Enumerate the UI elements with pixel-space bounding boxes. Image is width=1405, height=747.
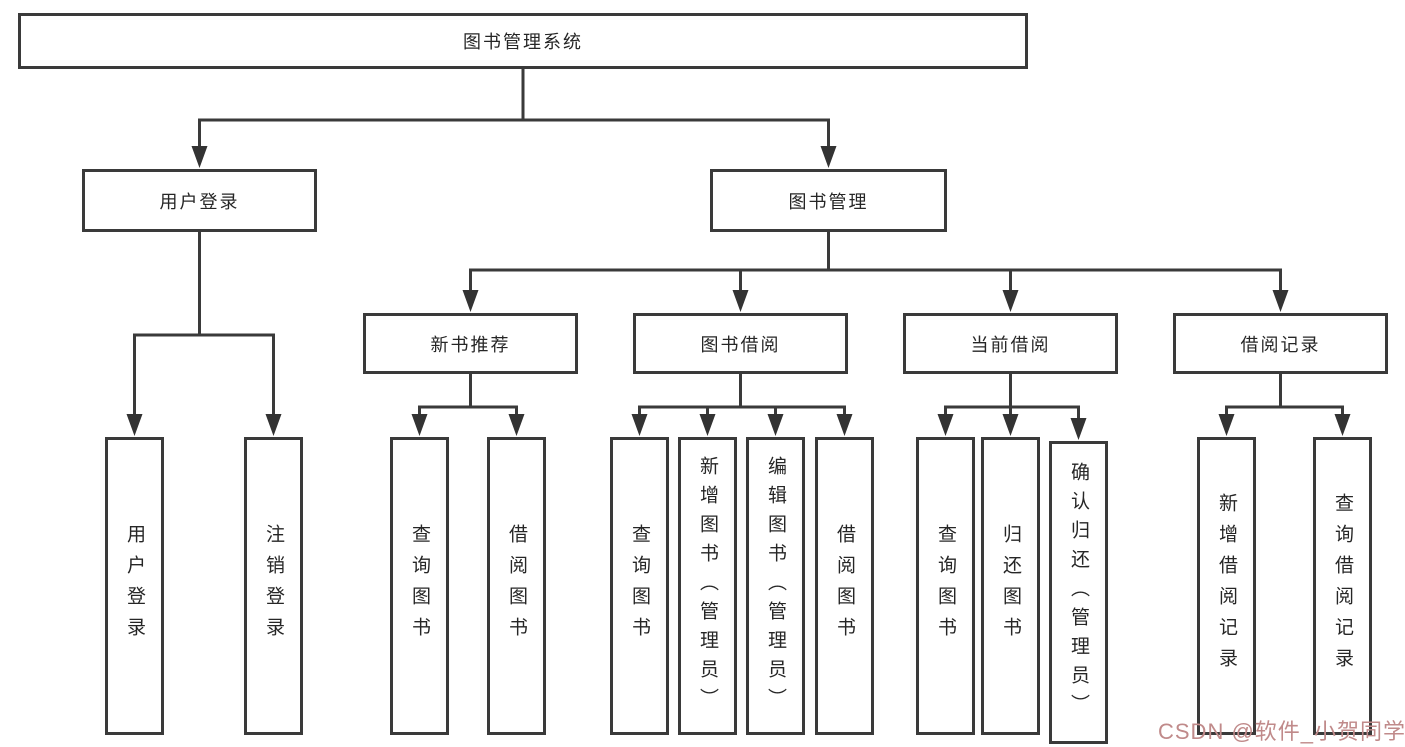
- node-current-borrow: 当前借阅: [903, 313, 1118, 374]
- leaf-current-query-book: 查询图书: [916, 437, 975, 735]
- node-book-management-label: 图书管理: [788, 191, 869, 212]
- leaf-query-borrow-record: 查询借阅记录: [1313, 437, 1372, 735]
- leaf-confirm-return-admin-label: 确认归还（管理员）: [1068, 462, 1089, 723]
- node-user-login: 用户登录: [82, 169, 317, 232]
- leaf-confirm-return-admin: 确认归还（管理员）: [1049, 441, 1108, 744]
- leaf-return-book-label: 归还图书: [1000, 524, 1021, 648]
- root-label: 图书管理系统: [463, 32, 583, 52]
- leaf-query-borrow-record-label: 查询借阅记录: [1332, 493, 1353, 679]
- node-book-borrow: 图书借阅: [633, 313, 848, 374]
- leaf-borrow-query-book-label: 查询图书: [629, 524, 650, 648]
- root-box-library-system: 图书管理系统: [18, 13, 1028, 69]
- leaf-borrow-book-label: 借阅图书: [834, 524, 855, 648]
- leaf-add-borrow-record-label: 新增借阅记录: [1216, 493, 1237, 679]
- node-borrow-record-label: 借阅记录: [1240, 334, 1321, 355]
- leaf-edit-book-admin: 编辑图书（管理员）: [746, 437, 805, 735]
- leaf-logout: 注销登录: [244, 437, 303, 735]
- leaf-newbook-borrow-book: 借阅图书: [487, 437, 546, 735]
- leaf-borrow-query-book: 查询图书: [610, 437, 669, 735]
- leaf-current-query-book-label: 查询图书: [935, 524, 956, 648]
- node-book-management: 图书管理: [710, 169, 947, 232]
- node-new-book-recommend: 新书推荐: [363, 313, 578, 374]
- node-current-borrow-label: 当前借阅: [970, 334, 1051, 355]
- leaf-borrow-book: 借阅图书: [815, 437, 874, 735]
- leaf-newbook-query-book: 查询图书: [390, 437, 449, 735]
- leaf-user-login-label: 用户登录: [124, 524, 145, 648]
- leaf-logout-label: 注销登录: [263, 524, 284, 648]
- leaf-return-book: 归还图书: [981, 437, 1040, 735]
- csdn-watermark: CSDN @软件_小贺同学: [1158, 719, 1405, 744]
- node-new-book-recommend-label: 新书推荐: [430, 334, 511, 355]
- leaf-add-book-admin: 新增图书（管理员）: [678, 437, 737, 735]
- node-user-login-label: 用户登录: [159, 191, 240, 212]
- node-book-borrow-label: 图书借阅: [700, 334, 781, 355]
- node-borrow-record: 借阅记录: [1173, 313, 1388, 374]
- leaf-newbook-query-book-label: 查询图书: [409, 524, 430, 648]
- leaf-edit-book-admin-label: 编辑图书（管理员）: [765, 455, 786, 717]
- leaf-add-borrow-record: 新增借阅记录: [1197, 437, 1256, 735]
- leaf-user-login: 用户登录: [105, 437, 164, 735]
- leaf-add-book-admin-label: 新增图书（管理员）: [697, 455, 718, 717]
- leaf-newbook-borrow-book-label: 借阅图书: [506, 524, 527, 648]
